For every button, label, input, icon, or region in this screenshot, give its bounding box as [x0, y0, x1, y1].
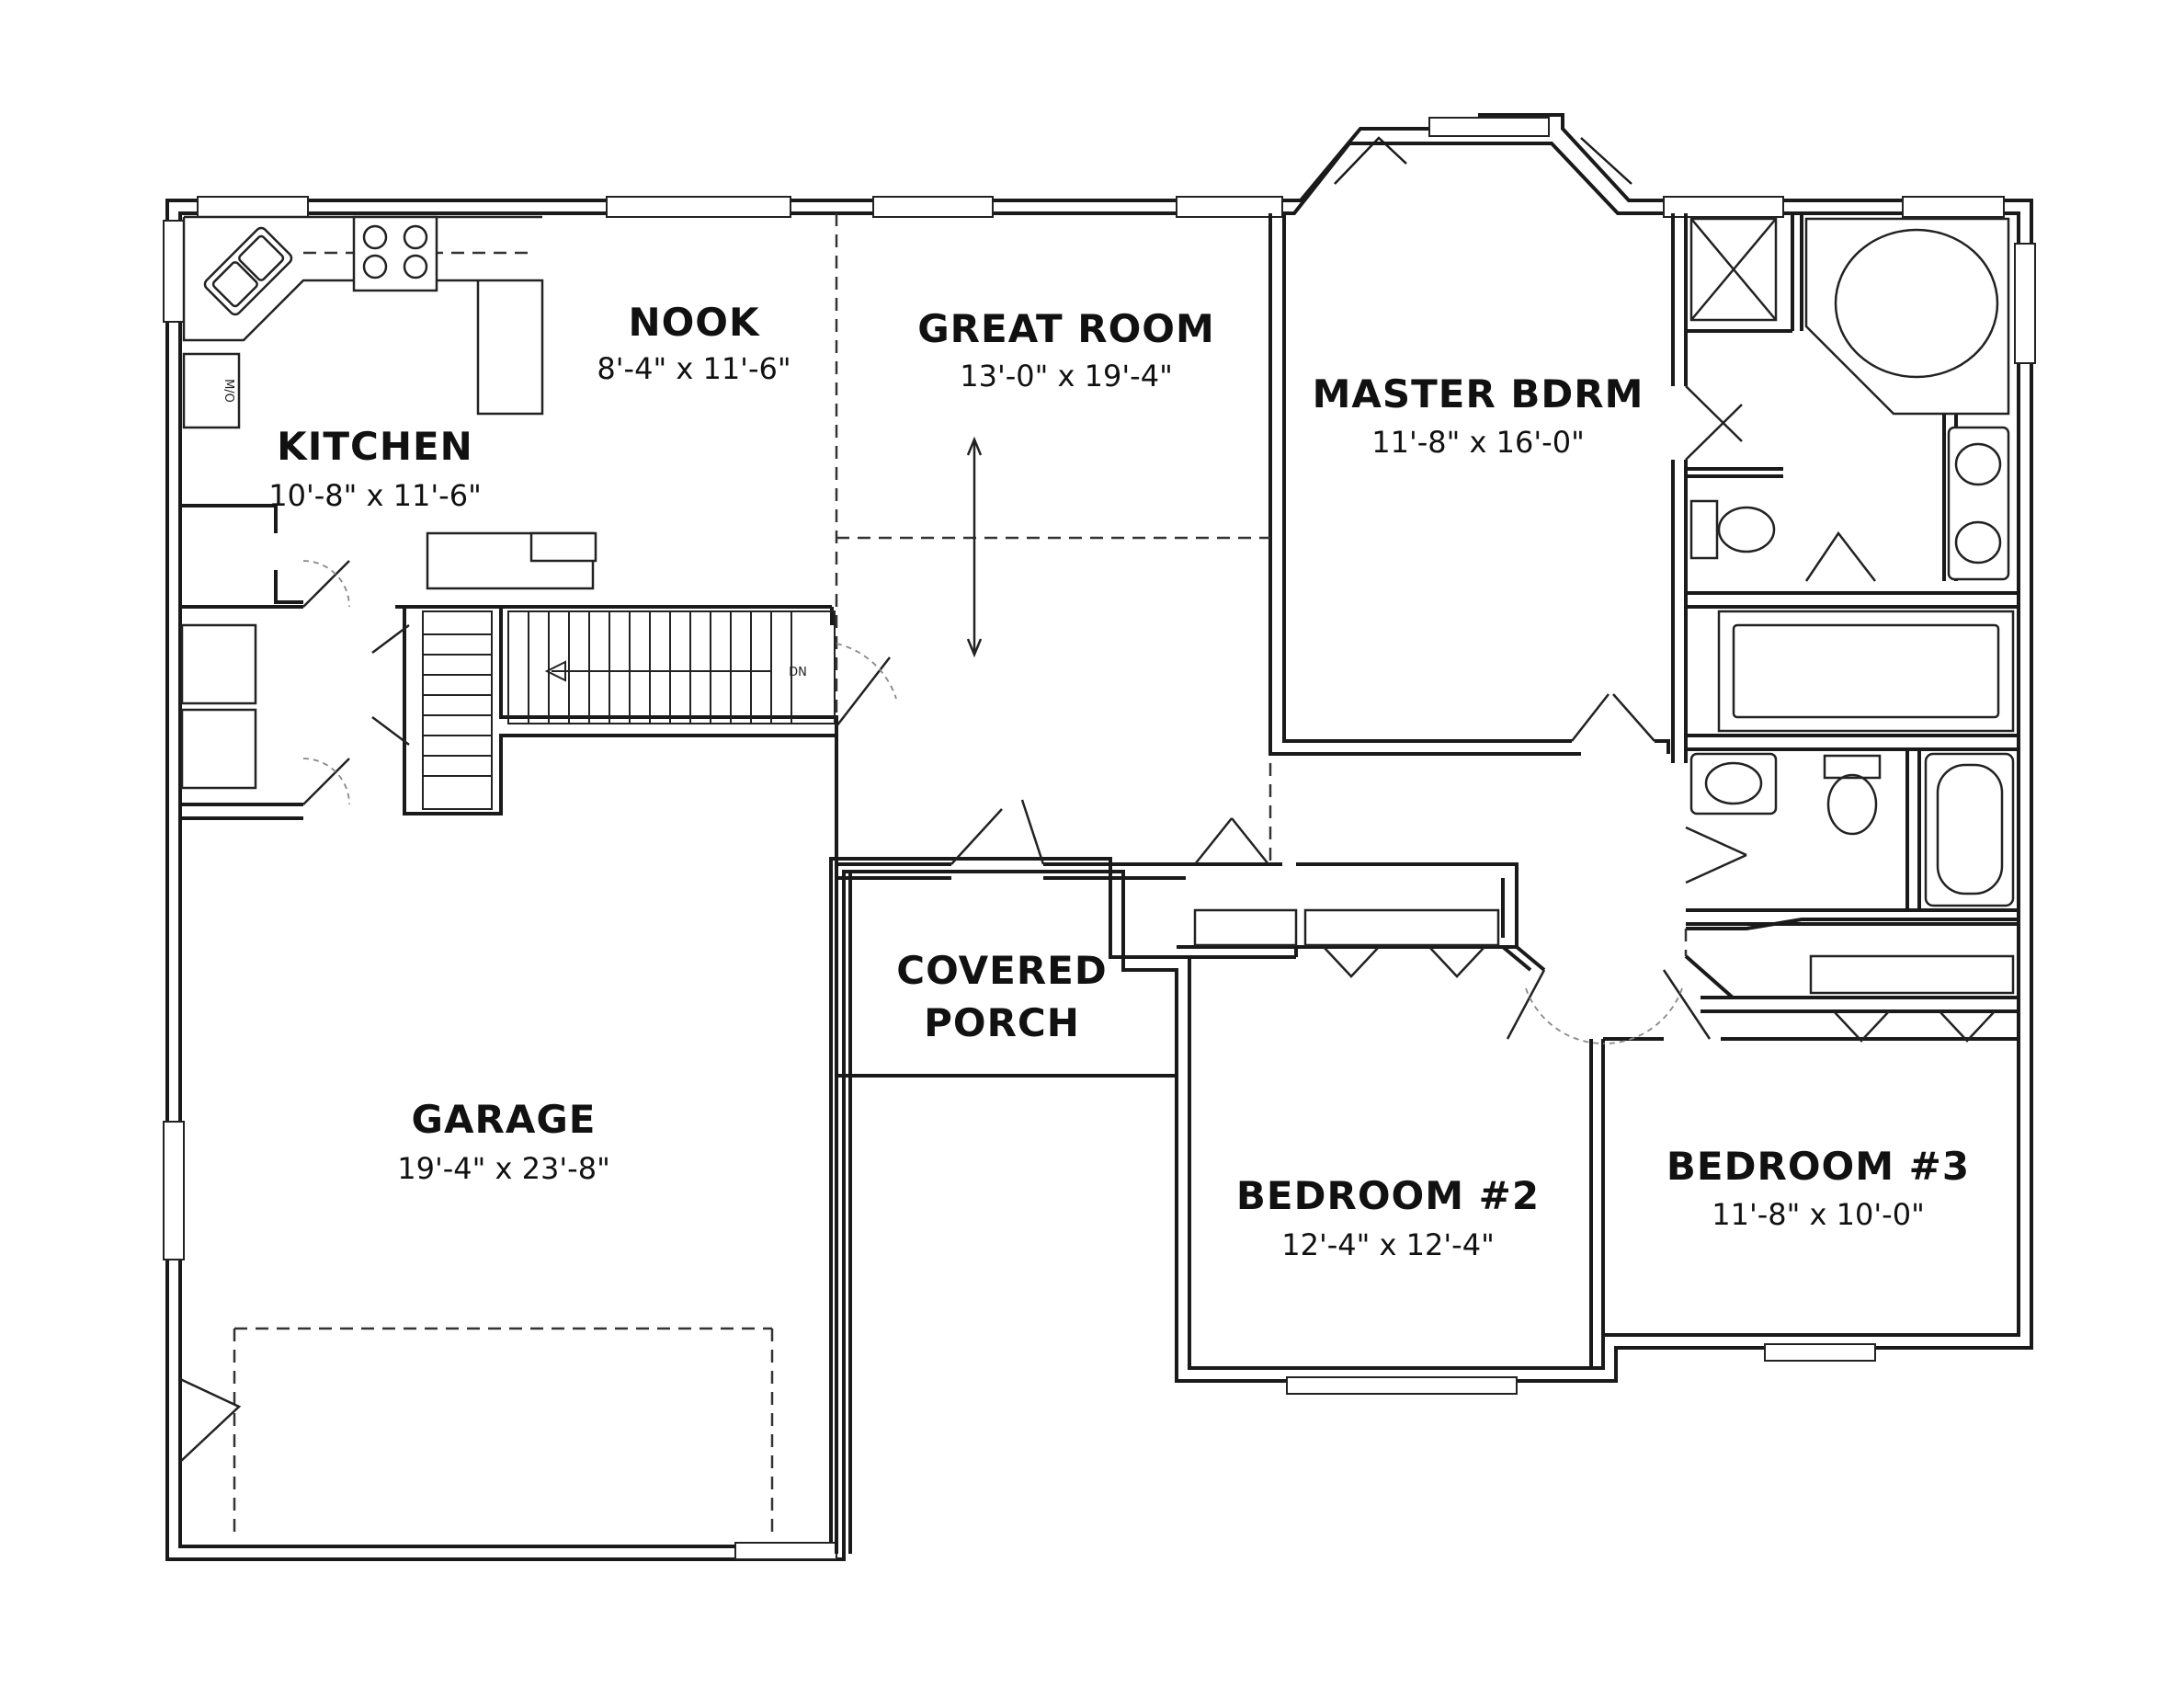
bedroom3-name: BEDROOM #3 — [1666, 1144, 1970, 1189]
master-bdrm-name: MASTER BDRM — [1313, 371, 1644, 416]
kitchen-dims: 10'-8" x 11'-6" — [268, 478, 482, 513]
garage-name: GARAGE — [412, 1097, 597, 1142]
great-room-ceiling-arrow — [966, 436, 983, 658]
great-room-dims: 13'-0" x 19'-4" — [960, 359, 1173, 393]
bedroom2-dims: 12'-4" x 12'-4" — [1281, 1227, 1495, 1262]
closets — [1193, 908, 2015, 1043]
kitchen-name: KITCHEN — [277, 424, 473, 469]
bedroom3-dims: 11'-8" x 10'-0" — [1712, 1197, 1925, 1232]
stairs-dn-label: DN — [789, 666, 807, 679]
hall-bath-fixtures — [1689, 752, 2015, 907]
covered-porch-line2: PORCH — [924, 1000, 1080, 1045]
microwave-label: M/O — [222, 379, 235, 403]
master-bdrm-dims: 11'-8" x 16'-0" — [1371, 425, 1585, 460]
great-room-name: GREAT ROOM — [917, 306, 1215, 351]
kitchen-fixtures: M/O — [182, 215, 597, 590]
stairs: DN — [422, 610, 836, 810]
garage-dims: 19'-4" x 23'-8" — [397, 1151, 610, 1186]
covered-porch-line1: COVERED — [896, 948, 1108, 993]
nook-name: NOOK — [628, 300, 760, 345]
master-bath-fixtures — [1689, 217, 2015, 733]
room-labels: NOOK 8'-4" x 11'-6" KITCHEN 10'-8" x 11'… — [268, 300, 1970, 1262]
interior-walls — [180, 213, 2019, 1554]
bedroom2-name: BEDROOM #2 — [1236, 1173, 1540, 1218]
nook-dims: 8'-4" x 11'-6" — [597, 351, 791, 386]
windows — [163, 117, 2036, 1560]
doors — [179, 385, 1876, 1463]
laundry-appliances — [180, 623, 257, 790]
